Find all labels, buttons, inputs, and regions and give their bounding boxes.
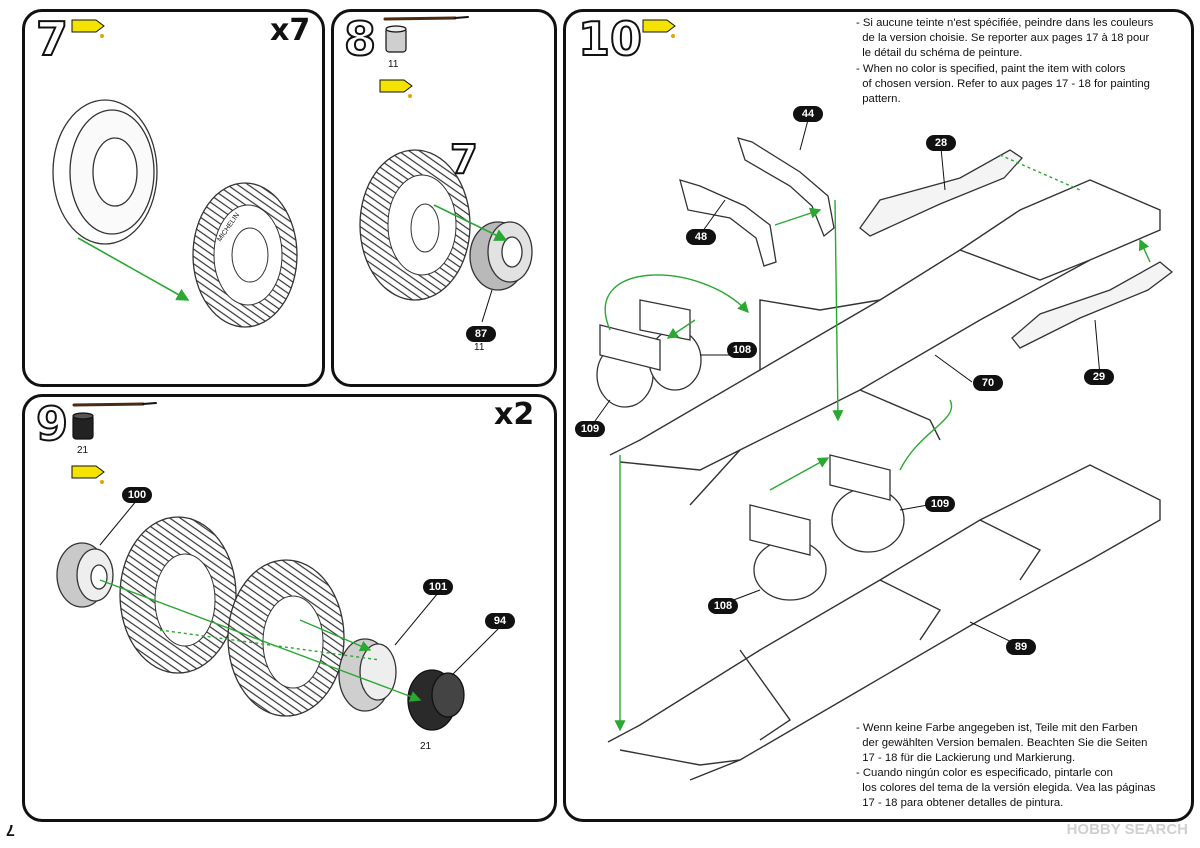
part-70-callout: 70	[973, 375, 1003, 391]
step-8-tire	[359, 149, 471, 301]
part-89-callout: 89	[1006, 639, 1036, 655]
part-109-callout-lower: 109	[925, 496, 955, 512]
part-108-tank-upper	[596, 299, 702, 408]
step-9-paint-code: 21	[77, 445, 89, 456]
step-7-multiplier: x7	[270, 13, 311, 48]
part-48-bracket	[679, 179, 777, 267]
part-109-tank	[829, 454, 905, 553]
step-7-number: 7	[35, 12, 69, 66]
note-de-es-line-2: der gewählten Version bemalen. Beachten …	[856, 737, 1148, 749]
part-94-callout: 94	[485, 613, 515, 629]
step-10-panel	[563, 9, 1194, 822]
step-8-number: 8	[343, 12, 377, 66]
step-9-tire-outer	[227, 559, 345, 717]
part-100-hub	[56, 542, 114, 608]
part-94-hubcap	[407, 669, 465, 731]
note-de-es-line-1: - Wenn keine Farbe angegeben ist, Teile …	[856, 722, 1138, 734]
step-7-tire	[192, 182, 298, 328]
part-48-callout: 48	[686, 229, 716, 245]
part-89-chassis-lower	[607, 464, 1161, 781]
note-fr-en-line-1: - Si aucune teinte n'est spécifiée, pein…	[856, 17, 1154, 29]
step-9-tire-inner	[119, 516, 237, 674]
step-7-wheel-hub	[52, 99, 158, 245]
step-9-multiplier: x2	[494, 397, 535, 432]
glue-icon	[71, 19, 676, 479]
part-28-callout: 28	[926, 135, 956, 151]
part-94-paint-code: 21	[420, 741, 432, 752]
tire-size-mark: 7	[449, 137, 479, 183]
page-number: 7	[6, 821, 15, 838]
note-fr-en-line-6: pattern.	[856, 93, 901, 105]
watermark: HOBBY SEARCH	[1066, 821, 1188, 838]
note-de-es-line-3: 17 - 18 für die Lackierung und Markierun…	[856, 752, 1076, 764]
note-fr-en-line-4: - When no color is specified, paint the …	[856, 63, 1126, 75]
part-87-paint-code: 11	[474, 342, 485, 353]
paint-pot-icon	[72, 25, 407, 440]
part-28-leaf-spring	[859, 149, 1023, 237]
part-108-tank-lower	[749, 504, 827, 601]
note-de-es-line-4: - Cuando ningún color es especificado, p…	[856, 767, 1113, 779]
note-fr-en-line-3: le détail du schéma de peinture.	[856, 47, 1023, 59]
part-101-rim	[338, 638, 397, 712]
part-109-callout-upper: 109	[575, 421, 605, 437]
part-108-callout-lower: 108	[708, 598, 738, 614]
part-87-rim	[469, 221, 533, 291]
note-de-es-line-5: los colores del tema de la versión elegi…	[856, 782, 1156, 794]
note-de-es-line-6: 17 - 18 para obtener detalles de pintura…	[856, 797, 1064, 809]
part-44-callout: 44	[793, 106, 823, 122]
part-44-bracket	[737, 137, 835, 238]
part-101-callout: 101	[423, 579, 453, 595]
step-9-number: 9	[35, 397, 69, 451]
part-100-callout: 100	[122, 487, 152, 503]
part-87-callout: 87	[466, 326, 496, 342]
note-fr-en-line-5: of chosen version. Refer to aux pages 17…	[856, 78, 1150, 90]
part-108-callout-upper: 108	[727, 342, 757, 358]
part-70-chassis-upper	[609, 179, 1161, 506]
part-29-callout: 29	[1084, 369, 1114, 385]
paint-brush-icon	[72, 16, 469, 407]
note-fr-en-line-2: de la version choisie. Se reporter aux p…	[856, 32, 1150, 44]
part-29-leaf-spring	[1011, 261, 1174, 349]
step-8-paint-code: 11	[388, 59, 399, 70]
step-10-number: 10	[577, 12, 643, 66]
